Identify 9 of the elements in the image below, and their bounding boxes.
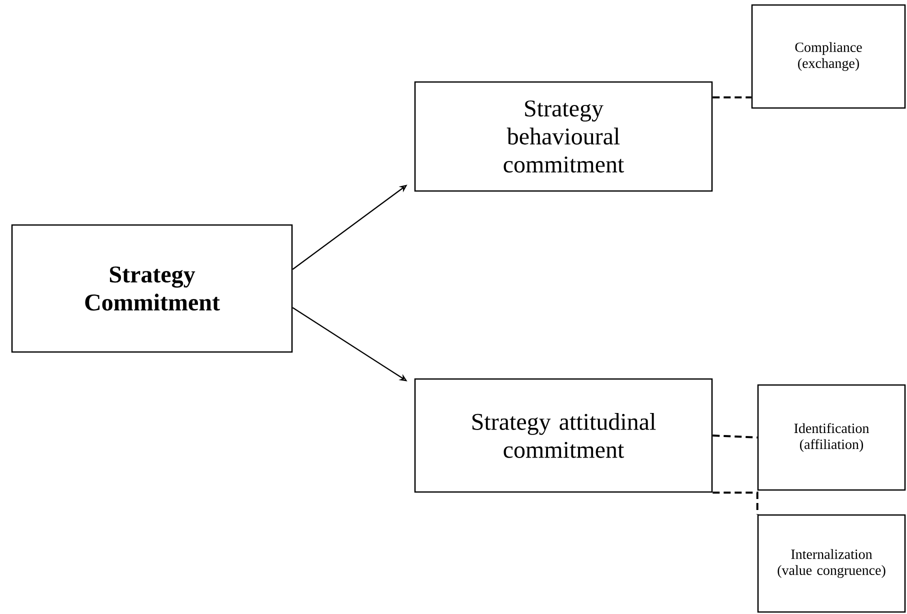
outcome-box: Compliance (exchange) — [751, 4, 906, 109]
outcome-box: Internalization (value congruence) — [757, 514, 906, 613]
concept-box: Strategy attitudinal commitment — [414, 378, 713, 493]
concept-box: Strategy Commitment — [11, 224, 293, 353]
outcome-box: Identification (affiliation) — [757, 384, 906, 491]
dashed-connector — [712, 492, 758, 514]
concept-box: Strategy behavioural commitment — [414, 81, 713, 192]
dashed-connector — [712, 434, 758, 438]
dashed-connector — [712, 96, 752, 98]
